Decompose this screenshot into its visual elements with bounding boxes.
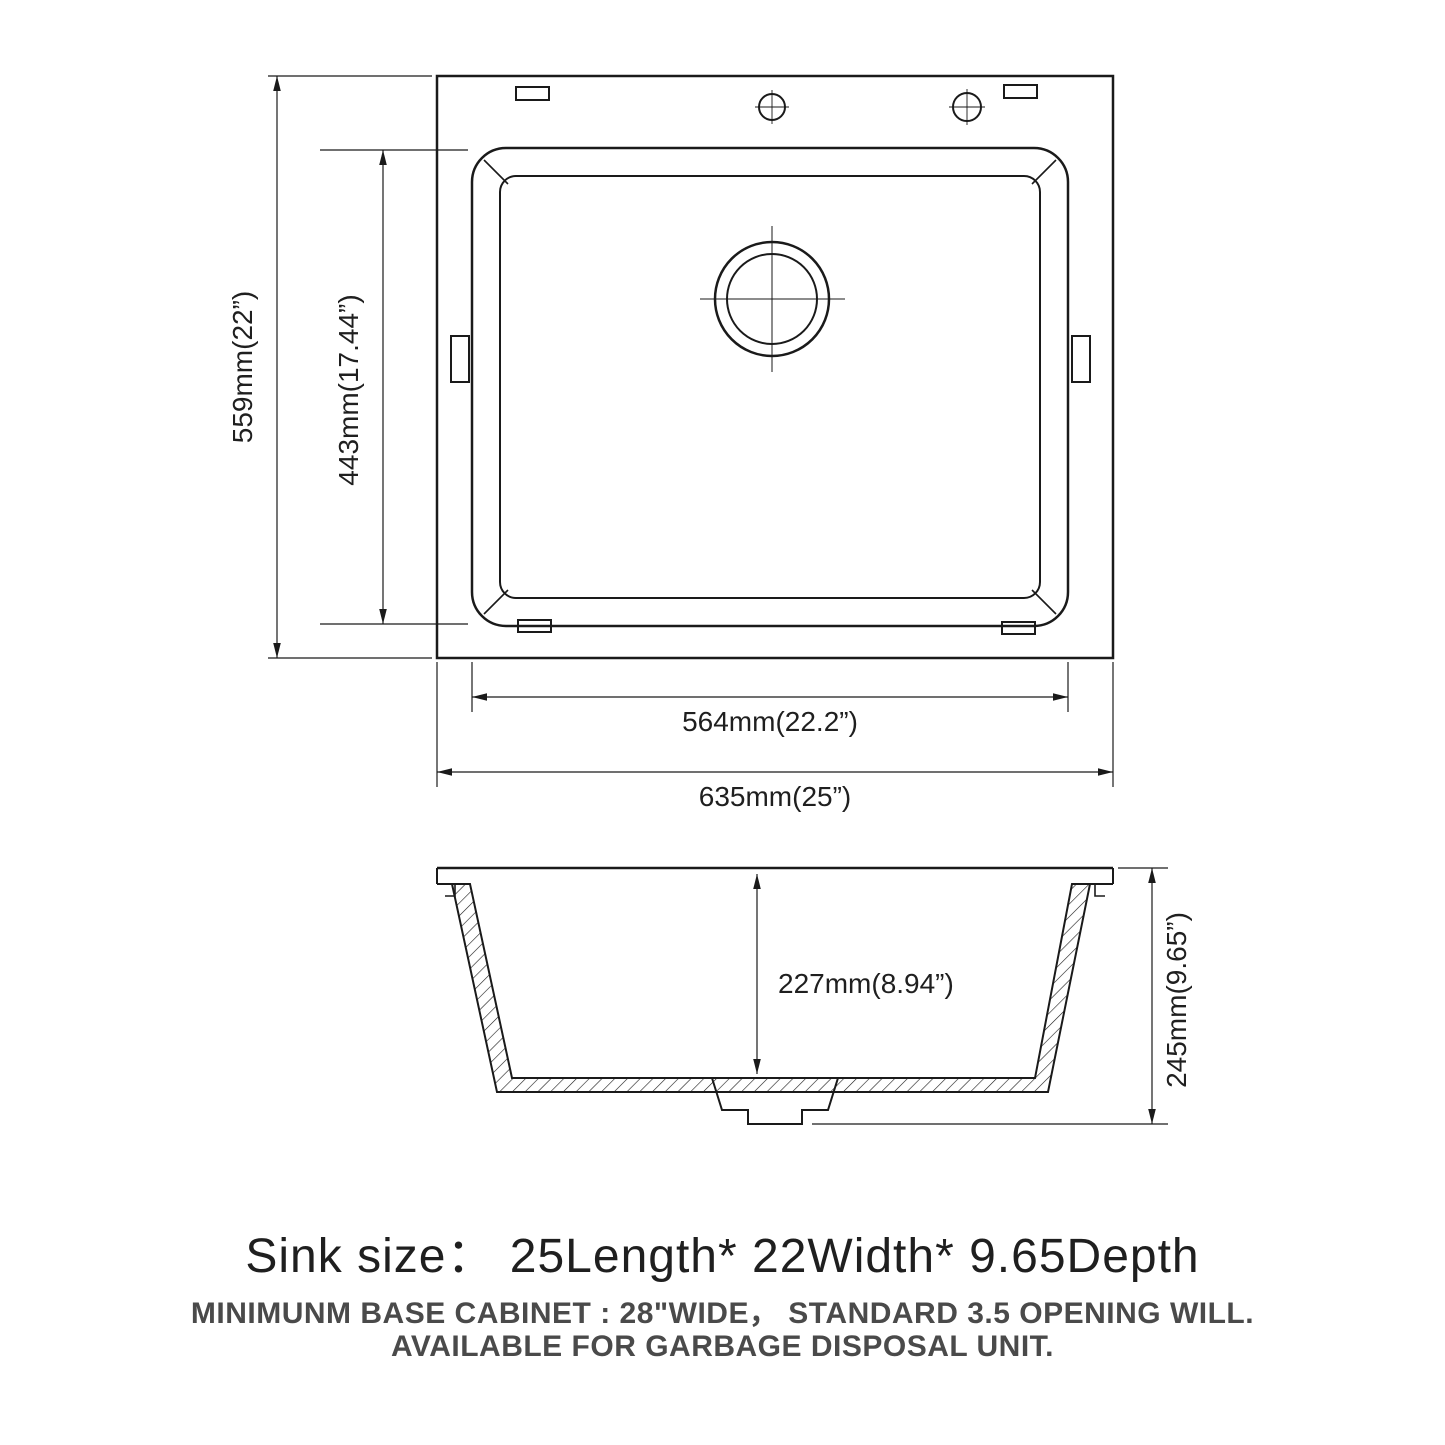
dimension-overall-depth: 245mm(9.65”) [812, 867, 1192, 1125]
sink-section-view [436, 866, 1114, 1125]
disposal-note: AVAILABLE FOR GARBAGE DISPOSAL UNIT. [390, 1330, 1055, 1363]
drain-icon [700, 226, 845, 372]
dimension-outer-height: 559mm(22”) [227, 75, 432, 659]
dimension-inner-width: 564mm(22.2”) [471, 662, 1069, 737]
inner-height-label: 443mm(17.44”) [333, 294, 364, 485]
flange-hook-left [445, 884, 456, 897]
drain-stub [711, 1077, 839, 1125]
bowl-depth-label: 227mm(8.94”) [778, 968, 954, 999]
sink-top-view [435, 74, 1115, 660]
cabinet-note: MINIMUNM BASE CABINET : 28"WIDE， STANDAR… [190, 1297, 1255, 1330]
inner-width-label: 564mm(22.2”) [682, 706, 858, 737]
side-tab-left [450, 335, 470, 383]
clip-bottom-left [517, 619, 552, 633]
section-wall-hatch [450, 883, 1092, 1093]
sink-outer-flange [435, 74, 1115, 660]
dimension-bowl-depth: 227mm(8.94”) [753, 874, 954, 1074]
clip-top-right [1003, 84, 1038, 99]
side-tabs [450, 335, 1091, 383]
mounting-clips [515, 84, 1038, 635]
overall-depth-label: 245mm(9.65”) [1161, 912, 1192, 1088]
flange-hook-right [1094, 884, 1105, 897]
faucet-hole-left [755, 90, 789, 124]
section-flange [436, 866, 1114, 897]
basin-bottom-edge [499, 175, 1041, 599]
outer-height-label: 559mm(22”) [227, 291, 258, 443]
dimension-inner-height: 443mm(17.44”) [320, 149, 468, 625]
side-tab-right [1071, 335, 1091, 383]
dimension-outer-width: 635mm(25”) [436, 662, 1114, 812]
clip-bottom-right [1001, 621, 1036, 635]
outer-width-label: 635mm(25”) [699, 781, 851, 812]
sink-size-title: Sink size： 25Length* 22Width* 9.65Depth [245, 1230, 1200, 1283]
basin-corner-chamfers [483, 159, 1057, 615]
faucet-hole-right [949, 89, 985, 125]
basin-rim [470, 146, 1070, 628]
clip-top-left [515, 86, 550, 101]
